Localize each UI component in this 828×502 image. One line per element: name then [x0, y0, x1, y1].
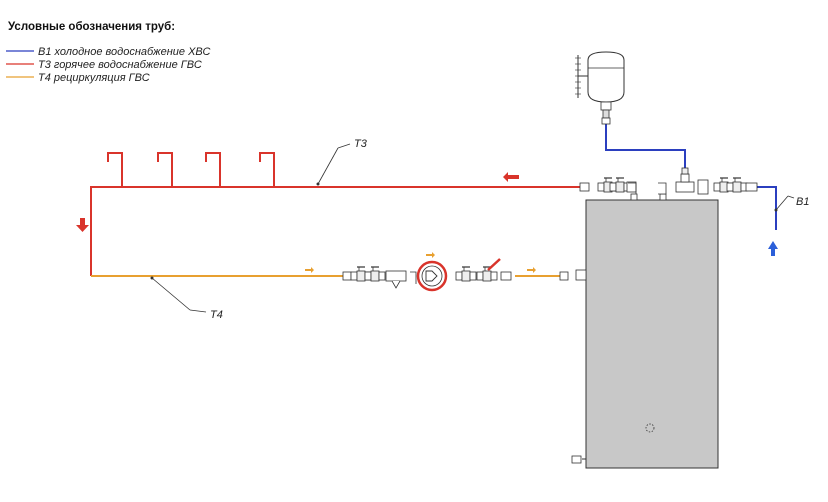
riser-3 [205, 152, 221, 187]
expansion-tank-icon [575, 51, 625, 125]
label-t4-text: Т4 [210, 309, 223, 321]
cold-inlet-fittings [658, 167, 758, 195]
cold-water-line [605, 124, 777, 230]
tee-fitting-icon [675, 167, 695, 193]
label-b1-text: В1 [796, 196, 809, 208]
legend: В1 холодное водоснабжение ХВС Т3 горячее… [6, 46, 211, 84]
water-heater-tank [571, 193, 719, 469]
hot-water-line [90, 152, 580, 276]
label-t3-text: Т3 [354, 138, 368, 150]
legend-label-hot: Т3 горячее водоснабжение ГВС [38, 59, 202, 71]
label-b1: В1 [774, 195, 809, 212]
hot-outlet-fittings [579, 177, 637, 194]
ball-valve-icon [455, 266, 477, 282]
riser-2 [157, 152, 173, 187]
label-t3: Т3 [316, 138, 368, 186]
label-t4: Т4 [150, 276, 223, 321]
legend-label-recirc: Т4 рециркуляция ГВС [38, 72, 150, 84]
recirculation-equipment [342, 258, 569, 292]
legend-label-cold: В1 холодное водоснабжение ХВС [38, 46, 211, 58]
circulation-pump-icon [416, 260, 448, 292]
legend-title: Условные обозначения труб: [8, 21, 175, 33]
ball-valve-icon [364, 266, 386, 282]
flow-arrow-icon [76, 172, 778, 273]
strainer-icon [385, 270, 407, 289]
riser-1 [107, 152, 123, 187]
riser-4 [259, 152, 275, 187]
